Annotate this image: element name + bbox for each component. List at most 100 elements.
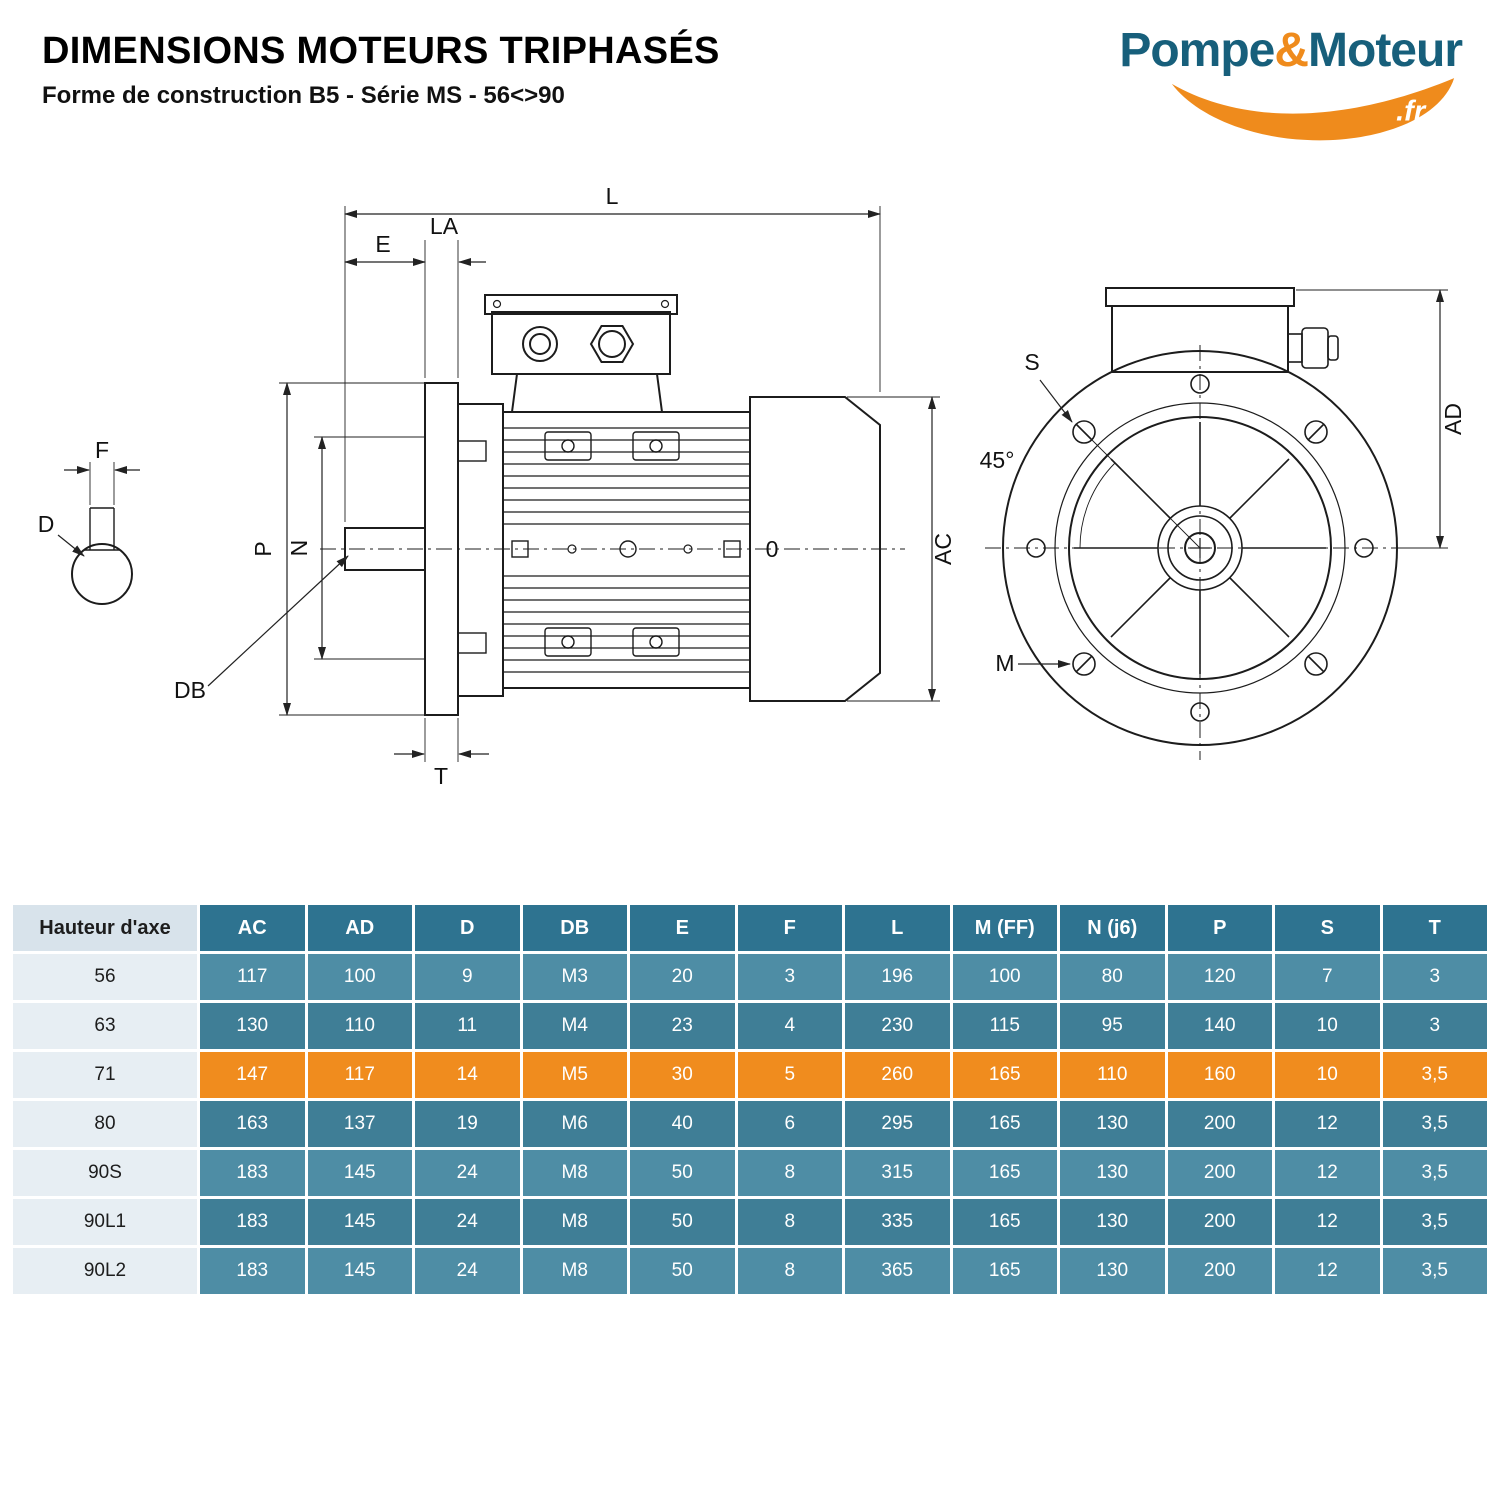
logo-tld: .fr	[1396, 96, 1427, 128]
table-cell: 95	[1057, 1000, 1168, 1052]
dim-label-d: D	[38, 511, 55, 537]
table-cell: 8	[734, 1196, 845, 1248]
cooling-fins	[503, 427, 750, 673]
table-cell: 3,5	[1379, 1245, 1490, 1297]
table-cell: 130	[1057, 1147, 1168, 1199]
logo-word-pompe: Pompe	[1119, 24, 1275, 77]
table-cell: M5	[519, 1049, 630, 1101]
table-cell: 163	[197, 1098, 308, 1150]
table-cell: 117	[304, 1049, 415, 1101]
dim-label-m: M	[995, 650, 1014, 676]
dim-label-n: N	[286, 540, 312, 557]
logo-ampersand: &	[1274, 24, 1309, 77]
dim-label-ac: AC	[930, 533, 956, 565]
table-cell: 24	[412, 1196, 523, 1248]
table-cell: 110	[304, 1000, 415, 1052]
table-cell: 80	[1057, 951, 1168, 1003]
table-cell: 100	[304, 951, 415, 1003]
column-header: P	[1164, 902, 1275, 954]
logo-wordmark: Pompe&Moteur	[1062, 24, 1463, 77]
end-shield	[457, 403, 504, 697]
table-cell: 12	[1272, 1147, 1383, 1199]
table-cell: 137	[304, 1098, 415, 1150]
row-header-cell: 71	[10, 1049, 200, 1101]
table-cell: 50	[627, 1147, 738, 1199]
row-header-cell: 56	[10, 951, 200, 1003]
table-cell: 110	[1057, 1049, 1168, 1101]
table-cell: 130	[1057, 1245, 1168, 1297]
shaft-section-detail	[71, 507, 133, 605]
table-cell: 12	[1272, 1245, 1383, 1297]
table-cell: 8	[734, 1147, 845, 1199]
logo-swoosh-icon: .fr	[1171, 78, 1455, 141]
column-header: S	[1272, 902, 1383, 954]
table-cell: 9	[412, 951, 523, 1003]
flange-screws	[1072, 420, 1328, 676]
table-cell: 183	[197, 1196, 308, 1248]
table-cell: 19	[412, 1098, 523, 1150]
page-subtitle: Forme de construction B5 - Série MS - 56…	[42, 82, 565, 109]
table-cell: 50	[627, 1245, 738, 1297]
table-cell: 24	[412, 1147, 523, 1199]
table-cell: 7	[1272, 951, 1383, 1003]
cable-gland-hex-icon	[589, 325, 635, 363]
technical-drawing: L E LA P N AC 0 DB T F D	[38, 183, 1466, 789]
table-cell: 196	[842, 951, 953, 1003]
table-cell: 165	[949, 1098, 1060, 1150]
table-cell: 12	[1272, 1098, 1383, 1150]
table-cell: M8	[519, 1245, 630, 1297]
table-cell: 120	[1164, 951, 1275, 1003]
column-header: D	[412, 902, 523, 954]
column-header: M (FF)	[949, 902, 1060, 954]
table-cell: 295	[842, 1098, 953, 1150]
table-cell: 130	[1057, 1098, 1168, 1150]
table-cell: 145	[304, 1147, 415, 1199]
table-cell: M4	[519, 1000, 630, 1052]
row-header-cell: 80	[10, 1098, 200, 1150]
dim-label-o: 0	[766, 536, 779, 562]
table-cell: 12	[1272, 1196, 1383, 1248]
table-cell: 4	[734, 1000, 845, 1052]
terminal-box-front	[1105, 287, 1339, 373]
dim-label-t: T	[434, 763, 448, 789]
shaft-end-circle	[1184, 532, 1216, 564]
table-cell: 8	[734, 1245, 845, 1297]
table-cell: 260	[842, 1049, 953, 1101]
column-header: AD	[304, 902, 415, 954]
motor-front-view	[985, 287, 1415, 760]
column-header: E	[627, 902, 738, 954]
table-cell: 3,5	[1379, 1196, 1490, 1248]
table-cell: 145	[304, 1196, 415, 1248]
table-cell: 200	[1164, 1098, 1275, 1150]
table-cell: 200	[1164, 1147, 1275, 1199]
dim-label-s: S	[1024, 349, 1039, 375]
front-view-dimensions	[1018, 289, 1448, 668]
row-header-cell: 90S	[10, 1147, 200, 1199]
dim-label-e: E	[375, 231, 390, 257]
dim-label-45: 45°	[980, 447, 1015, 473]
table-cell: M8	[519, 1147, 630, 1199]
table-cell: 200	[1164, 1196, 1275, 1248]
table-cell: 140	[1164, 1000, 1275, 1052]
table-cell: 183	[197, 1147, 308, 1199]
table-cell: 50	[627, 1196, 738, 1248]
column-header: AC	[197, 902, 308, 954]
motor-side-view	[320, 294, 905, 716]
table-cell: 23	[627, 1000, 738, 1052]
column-header: L	[842, 902, 953, 954]
table-cell: 3,5	[1379, 1049, 1490, 1101]
table-cell: 3	[1379, 1000, 1490, 1052]
page-title: DIMENSIONS MOTEURS TRIPHASÉS	[42, 30, 720, 72]
table-cell: 130	[1057, 1196, 1168, 1248]
table-cell: 315	[842, 1147, 953, 1199]
logo-word-moteur: Moteur	[1308, 24, 1463, 77]
table-cell: 165	[949, 1196, 1060, 1248]
row-header-cell: 90L2	[10, 1245, 200, 1297]
side-view-labels: L E LA P N AC 0 DB T F D	[38, 183, 956, 789]
table-cell: 30	[627, 1049, 738, 1101]
